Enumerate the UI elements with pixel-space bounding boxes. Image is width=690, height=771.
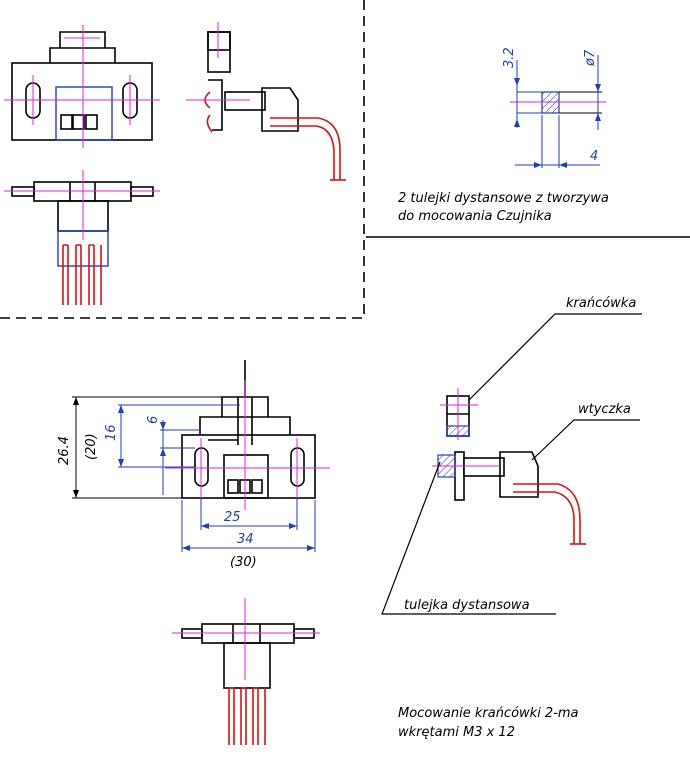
mounting-note-line2: wkrętami M3 x 12 xyxy=(398,725,515,740)
spacer-height-label: 3.2 xyxy=(502,47,517,68)
assembly-side-view xyxy=(381,313,642,615)
main-front-view xyxy=(72,360,330,552)
dim-overall-width: 34 xyxy=(237,532,254,547)
dim-slot-spacing: 25 xyxy=(224,510,241,525)
callout-spacer: tulejka dystansowa xyxy=(404,598,530,613)
spacer-note-line2: do mocowania Czujnika xyxy=(398,209,552,224)
top-side-view xyxy=(186,22,346,181)
dim-overall-height-ref-visible: (20) xyxy=(84,433,99,460)
dim-overall-width-ref: (30) xyxy=(230,555,257,570)
spacer-detail xyxy=(510,55,606,168)
spacer-diameter-label: ø7 xyxy=(583,49,598,67)
detail-frame xyxy=(0,0,690,319)
top-top-view xyxy=(4,170,160,305)
mounting-note-line1: Mocowanie krańcówki 2-ma xyxy=(398,706,579,721)
top-front-view xyxy=(4,25,160,148)
callout-limit-switch: krańcówka xyxy=(566,296,636,311)
dim-slot-height: 16 xyxy=(104,424,119,441)
spacer-length-label: 4 xyxy=(590,149,598,164)
main-top-view xyxy=(172,598,320,745)
callout-plug: wtyczka xyxy=(578,402,631,417)
spacer-note-line1: 2 tulejki dystansowe z tworzywa xyxy=(398,191,609,206)
dim-overall-height: 26.4 xyxy=(57,436,72,465)
dim-slot-inner: 6 xyxy=(146,416,161,424)
